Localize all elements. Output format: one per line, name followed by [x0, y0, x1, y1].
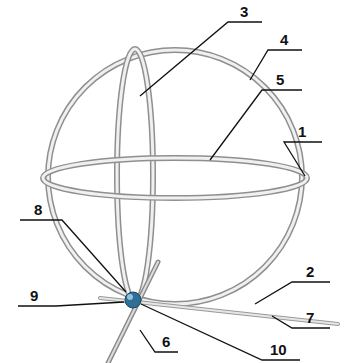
callout-number: 1 [298, 124, 306, 139]
callout-number: 4 [280, 32, 288, 47]
callout-number: 6 [162, 334, 170, 349]
callout-number: 8 [34, 202, 42, 217]
callout-number: 9 [30, 288, 38, 303]
callout-number: 3 [240, 4, 248, 19]
callout-number: 7 [306, 310, 314, 325]
callout-number: 2 [306, 264, 314, 279]
callout-number: 10 [270, 342, 287, 357]
callout-number: 5 [276, 72, 284, 87]
